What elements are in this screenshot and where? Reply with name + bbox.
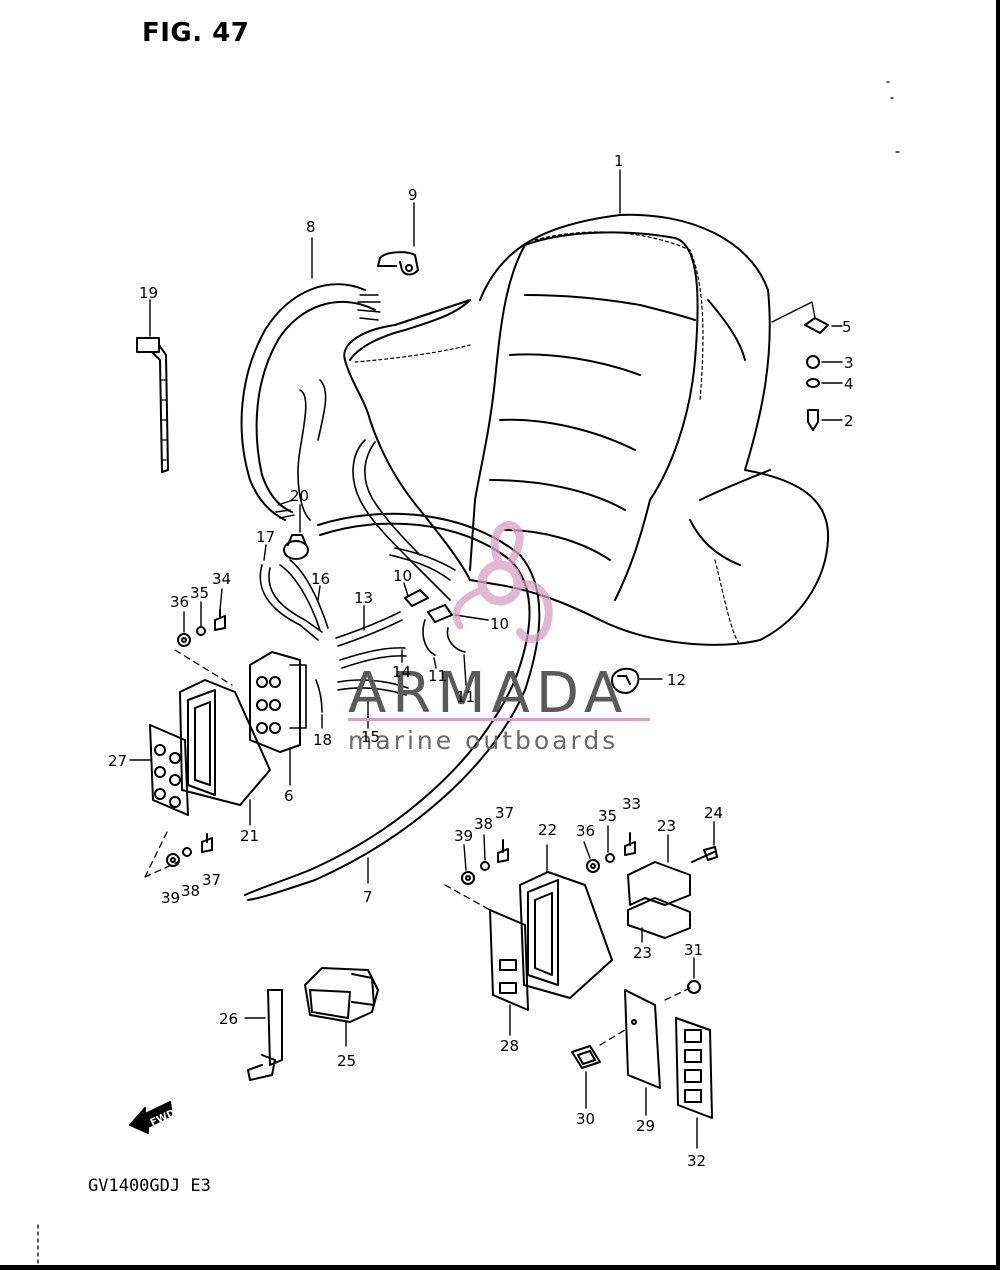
callout-3: 3 [844,354,854,372]
watermark-tagline: marine outboards [348,726,618,755]
callout-24: 24 [704,804,723,822]
callout-4: 4 [844,375,854,393]
callout-30: 30 [576,1110,595,1128]
callout-31: 31 [684,941,703,959]
callout-6: 6 [284,787,294,805]
left-switch-assembly [129,649,307,878]
callout-19: 19 [139,284,158,302]
watermark-rule [348,718,650,721]
callout-11-right: 11 [456,688,475,706]
callout-22: 22 [538,821,557,839]
callout-16: 16 [311,570,330,588]
watermark-brand: ARMADA [348,661,628,726]
callout-9: 9 [408,186,418,204]
callout-2: 2 [844,412,854,430]
callout-1: 1 [614,152,624,170]
callout-10-upper: 10 [393,567,412,585]
right-switch-assembly [444,821,718,1149]
callout-37-right: 37 [495,804,514,822]
callout-37-left: 37 [202,871,221,889]
callout-18: 18 [313,731,332,749]
left-hardware [166,588,226,867]
hose-corrugated-8 [240,237,381,521]
watermark: ARMADA marine outboards [348,521,650,755]
callout-39-right: 39 [454,827,473,845]
figure-title: FIG. 47 [142,18,250,48]
callout-5: 5 [842,318,852,336]
callout-26: 26 [219,1010,238,1028]
air-hoses [244,379,541,901]
callout-34: 34 [212,570,231,588]
callout-35-left: 35 [190,584,209,602]
callout-27: 27 [108,752,127,770]
callout-13: 13 [354,589,373,607]
callout-12: 12 [667,671,686,689]
seat-assembly [343,169,830,646]
cable-tie-19 [136,299,169,473]
callout-8: 8 [306,218,316,236]
switch-25-bracket-26 [244,967,379,1081]
watermark-logo-icon [452,521,553,644]
callout-35-right: 35 [598,807,617,825]
callout-7: 7 [363,888,373,906]
callout-36-left: 36 [170,593,189,611]
frame-border-bottom [0,1265,1000,1270]
right-hardware [611,301,843,694]
callout-15: 15 [361,728,380,746]
callout-11-left: 11 [428,667,447,685]
callout-39-left: 39 [161,889,180,907]
callout-23-upper: 23 [657,817,676,835]
clamp-9 [377,202,419,276]
callout-10-right: 10 [490,615,509,633]
callout-38-right: 38 [474,815,493,833]
callout-20: 20 [290,487,309,505]
callout-36-right: 36 [576,822,595,840]
callout-32: 32 [687,1152,706,1170]
callout-33: 33 [622,795,641,813]
callout-21: 21 [240,827,259,845]
fwd-arrow-icon: FWD [129,1101,177,1134]
callout-17: 17 [256,528,275,546]
callout-14: 14 [392,663,411,681]
callout-38-left: 38 [181,882,200,900]
scan-marks [37,81,900,1266]
callout-29: 29 [636,1117,655,1135]
callout-23-lower: 23 [633,944,652,962]
valve-20 [283,504,309,560]
frame-border-right [996,0,1000,1270]
callout-28: 28 [500,1037,519,1055]
callout-25: 25 [337,1052,356,1070]
model-code: GV1400GDJ E3 [88,1176,211,1196]
